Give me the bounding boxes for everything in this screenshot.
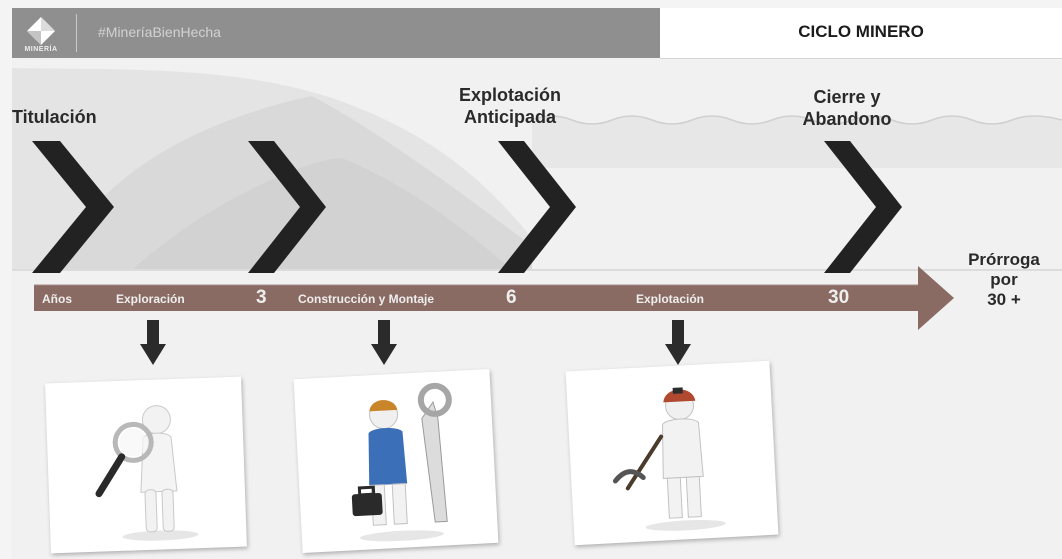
construction-card — [293, 368, 499, 554]
prorroga-line: por — [990, 270, 1018, 289]
down-arrows — [140, 320, 691, 365]
minerals-logo-icon — [27, 17, 55, 45]
chevron-icon — [32, 141, 114, 273]
chevron-icon — [498, 141, 576, 273]
stage-chevrons — [32, 141, 902, 273]
stage-label-explotacion-anticipada: Explotación Anticipada — [430, 84, 590, 128]
prorroga-line: 30 + — [987, 290, 1021, 309]
down-arrow-icon — [371, 320, 397, 365]
logo-text: MINERÍA — [24, 46, 58, 53]
down-arrow-icon — [140, 320, 166, 365]
timeline-year-3: 3 — [256, 287, 267, 308]
prorroga-line: Prórroga — [968, 250, 1040, 269]
chevron-icon — [824, 141, 902, 273]
stage-label-line: Abandono — [802, 109, 892, 129]
timeline-year-30: 30 — [828, 287, 850, 308]
timeline-year-6: 6 — [506, 287, 517, 308]
header-divider — [76, 14, 77, 52]
magnifier-figure-icon — [95, 405, 199, 541]
timeline-years-label: Años — [42, 292, 72, 306]
stage-label-titulacion: Titulación — [12, 107, 97, 127]
prorroga-label: Prórroga por 30 + — [952, 250, 1056, 310]
title-box: CICLO MINERO — [660, 8, 1062, 59]
header-bar: MINERÍA #MineríaBienHecha — [12, 8, 660, 58]
page-title: CICLO MINERO — [798, 22, 924, 41]
background-mountain — [12, 68, 1062, 271]
timeline-phase-explotacion: Explotación — [636, 292, 705, 306]
timeline-phase-exploracion: Exploración — [116, 292, 185, 306]
timeline-phase-construccion: Construcción y Montaje — [298, 292, 435, 306]
ciclo-minero-slide: MINERÍA #MineríaBienHecha CICLO MINERO T… — [12, 8, 1062, 559]
chevron-icon — [248, 141, 326, 273]
stage-label-line: Cierre y — [813, 87, 881, 107]
exploitation-card — [565, 360, 779, 546]
stage-label-cierre-abandono: Cierre y Abandono — [782, 86, 912, 130]
worker-wrench-briefcase-icon — [351, 382, 452, 542]
miner-pickaxe-icon — [612, 387, 726, 531]
exploration-card — [45, 376, 247, 554]
stage-label-line: Anticipada — [463, 107, 556, 127]
stage-label-line: Explotación — [458, 85, 561, 105]
hashtag-text: #MineríaBienHecha — [98, 24, 221, 40]
timeline-arrow — [34, 266, 954, 330]
down-arrow-icon — [665, 320, 691, 365]
